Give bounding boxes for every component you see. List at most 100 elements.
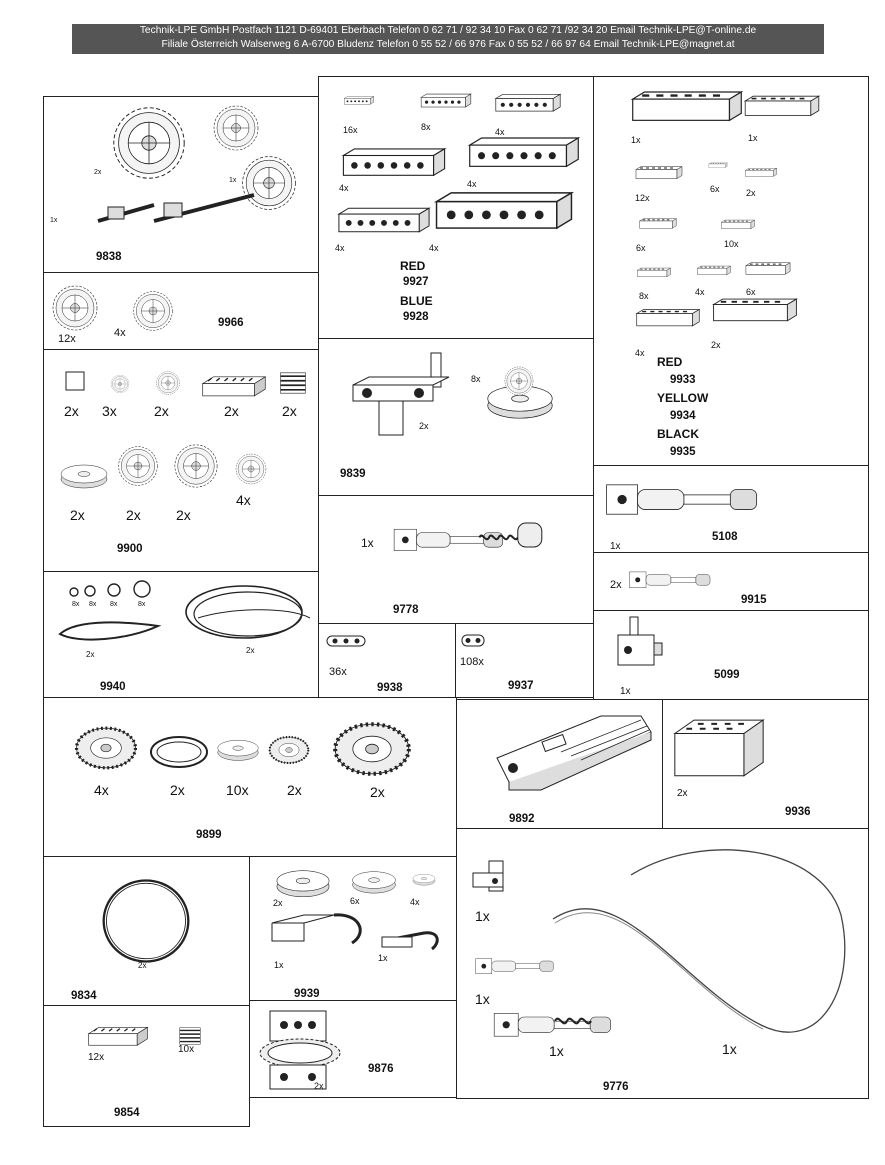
qty-label: 2x	[154, 403, 169, 419]
qty-label: 8x	[421, 122, 431, 132]
battery-box-illustration	[671, 714, 767, 778]
bricks-illustration	[631, 90, 821, 327]
qty-label: 12x	[58, 333, 76, 345]
qty-label: 8x	[639, 291, 649, 301]
set-9892-panel: 9892	[456, 699, 663, 829]
set-number: 9899	[196, 829, 222, 841]
qty-label: 6x	[636, 243, 646, 253]
qty-label: 4x	[495, 127, 505, 137]
qty-label: 6x	[746, 287, 756, 297]
color-label: BLACK	[657, 427, 699, 441]
set-number: 9927	[403, 276, 429, 288]
qty-label: 4x	[635, 348, 645, 358]
set-9936-panel: 2x 9936	[662, 699, 869, 829]
set-5099-panel: 1x 5099	[593, 610, 869, 700]
set-9776-panel: 1x 1x 1x 1x 9776	[456, 828, 869, 1099]
set-number: 9928	[403, 311, 429, 323]
qty-label: 4x	[429, 243, 439, 253]
color-label: RED	[657, 355, 683, 369]
tires-illustration	[74, 718, 444, 788]
set-number: 9900	[117, 543, 143, 555]
qty-label: 2x	[282, 403, 297, 419]
qty-label: 4x	[236, 492, 251, 508]
set-number: 5099	[714, 669, 740, 681]
qty-label: 4x	[94, 782, 109, 798]
qty-label: 1x	[748, 133, 758, 143]
qty-label: 2x	[273, 898, 283, 908]
set-number: 9933	[670, 374, 696, 386]
set-9778-panel: 1x 9778	[318, 495, 594, 624]
set-number: 9876	[368, 1063, 394, 1075]
pneumatic-cylinder-illustration	[606, 484, 758, 515]
parts-illustration	[60, 371, 307, 489]
qty-label: 2x	[138, 961, 147, 970]
qty-label: 2x	[176, 507, 191, 523]
set-9876-panel: 2x 9876	[249, 1000, 457, 1098]
set-number: 9940	[100, 681, 126, 693]
motor-illustration	[491, 706, 661, 790]
set-number: 9939	[294, 988, 320, 1000]
set-9933-9935-panel: 1x 1x 12x 6x 2x 6x 10x 8x 4x 6x 4x 2x RE…	[593, 76, 869, 466]
set-9900-panel: 2x 3x 2x 2x 2x 2x 2x 2x 4x 9900	[43, 349, 319, 572]
set-9838-panel: 1x 2x 1x 9838	[43, 96, 319, 273]
qty-label: 2x	[224, 403, 239, 419]
qty-label: 6x	[350, 896, 360, 906]
set-9839-panel: 2x 8x 9839	[318, 338, 594, 496]
gears-illustration	[94, 105, 296, 233]
chain-link-illustration	[460, 630, 486, 652]
qty-label: 2x	[86, 650, 95, 659]
header-line-austria: Filiale Österreich Walserweg 6 A-6700 Bl…	[161, 39, 735, 50]
qty-label: 4x	[339, 183, 349, 193]
qty-label: 4x	[467, 179, 477, 189]
set-number: 9838	[96, 251, 122, 263]
set-5108-panel: 1x 5108	[593, 465, 869, 553]
set-9939-panel: 2x 6x 4x 1x 1x 9939	[249, 856, 457, 1001]
set-number: 9937	[508, 680, 534, 692]
pneumatic-cylinder-illustration	[393, 504, 553, 551]
technic-beams-illustration	[338, 93, 579, 233]
set-number: 9892	[509, 813, 535, 825]
set-number: 9966	[218, 317, 244, 329]
set-9915-panel: 2x 9915	[593, 552, 869, 611]
qty-label: 4x	[114, 327, 126, 339]
qty-label: 3x	[102, 403, 117, 419]
qty-label: 2x	[64, 403, 79, 419]
set-9927-9928-panel: 16x 8x 4x 4x 4x 4x 4x RED 9927 BLUE 9928	[318, 76, 594, 339]
turntable-illustration	[256, 1005, 346, 1093]
pulleys-hooks-illustration	[264, 870, 444, 963]
pneumatic-valve-illustration	[614, 615, 664, 671]
qty-label: 1x	[274, 960, 284, 970]
qty-label: 8x	[138, 601, 146, 608]
qty-label: 2x	[419, 421, 429, 431]
qty-label: 6x	[710, 184, 720, 194]
color-label: RED	[400, 259, 426, 273]
qty-label: 2x	[677, 788, 688, 799]
qty-label: 1x	[475, 908, 490, 924]
qty-label: 2x	[711, 340, 721, 350]
set-9938-panel: 36x 9938	[318, 623, 456, 698]
qty-label: 2x	[287, 782, 302, 798]
qty-label: 2x	[610, 579, 622, 591]
qty-label: 8x	[110, 601, 118, 608]
qty-label: 1x	[722, 1041, 737, 1057]
qty-label: 1x	[229, 177, 237, 184]
qty-label: 1x	[475, 991, 490, 1007]
set-9899-panel: 4x 2x 10x 2x 2x 9899	[43, 697, 457, 857]
color-label: BLUE	[400, 294, 433, 308]
rubber-bands-illustration	[48, 578, 314, 658]
set-number: 9938	[377, 682, 403, 694]
set-number: 9778	[393, 604, 419, 616]
set-9854-panel: 12x 10x 9854	[43, 1005, 250, 1127]
qty-label: 1x	[50, 217, 58, 224]
qty-label: 1x	[549, 1043, 564, 1059]
qty-label: 2x	[314, 1081, 324, 1091]
qty-label: 4x	[410, 897, 420, 907]
qty-label: 8x	[72, 601, 80, 608]
set-9937-panel: 108x 9937	[455, 623, 594, 698]
qty-label: 108x	[460, 656, 484, 668]
pneumatic-kit-illustration	[461, 835, 861, 1037]
set-number: 5108	[712, 531, 738, 543]
qty-label: 12x	[635, 193, 650, 203]
qty-label: 10x	[226, 782, 249, 798]
qty-label: 16x	[343, 125, 358, 135]
